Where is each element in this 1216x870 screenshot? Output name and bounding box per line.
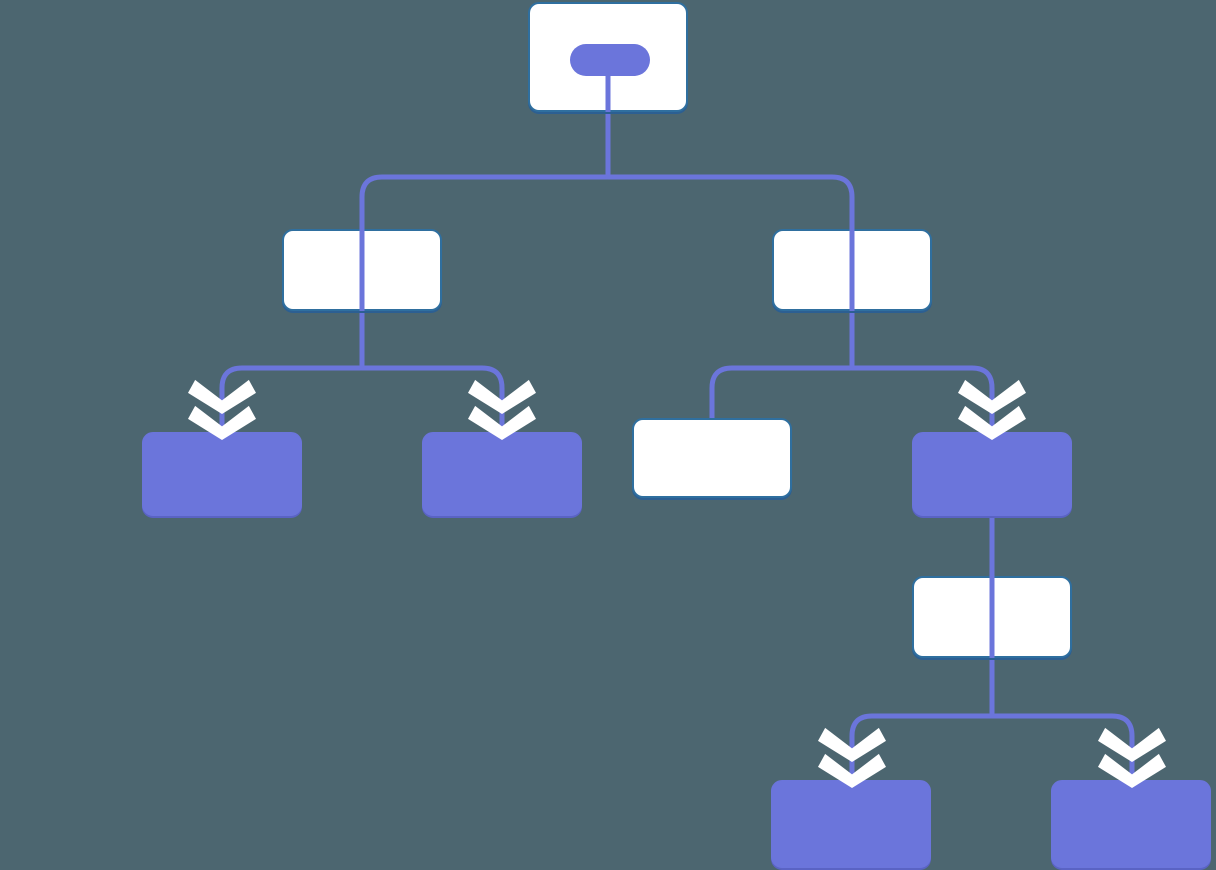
edge-mid-right-to-leaf-3 (709, 311, 855, 418)
leaf-node-3[interactable] (632, 418, 792, 498)
leaf-node-4[interactable] (771, 780, 931, 868)
leaf-node-1[interactable] (142, 432, 302, 516)
mid-left-node[interactable] (282, 229, 442, 311)
edge-mid-right-to-branch-right (849, 311, 995, 432)
double-chevron-down-icon (188, 379, 256, 440)
double-chevron-down-icon (958, 379, 1026, 440)
edge-root-to-mid-left (359, 112, 611, 229)
sub-mid-node[interactable] (912, 576, 1072, 658)
mid-right-node[interactable] (772, 229, 932, 311)
leaf-node-2[interactable] (422, 432, 582, 516)
overlay-edges-group (359, 57, 995, 658)
leaf-node-5[interactable] (1051, 780, 1211, 868)
edge-mid-left-to-leaf-1 (219, 311, 365, 432)
double-chevron-down-icon (818, 727, 886, 788)
double-chevron-down-icon (1098, 727, 1166, 788)
edge-root-to-mid-right (605, 112, 855, 229)
edge-mid-left-to-leaf-2 (359, 311, 505, 432)
branch-right-node[interactable] (912, 432, 1072, 516)
root-node-pill (570, 44, 650, 76)
edge-sub-mid-to-leaf-4 (849, 658, 995, 780)
root-node[interactable] (528, 2, 688, 112)
edge-sub-mid-to-leaf-5 (989, 658, 1135, 780)
double-chevron-down-icon (468, 379, 536, 440)
